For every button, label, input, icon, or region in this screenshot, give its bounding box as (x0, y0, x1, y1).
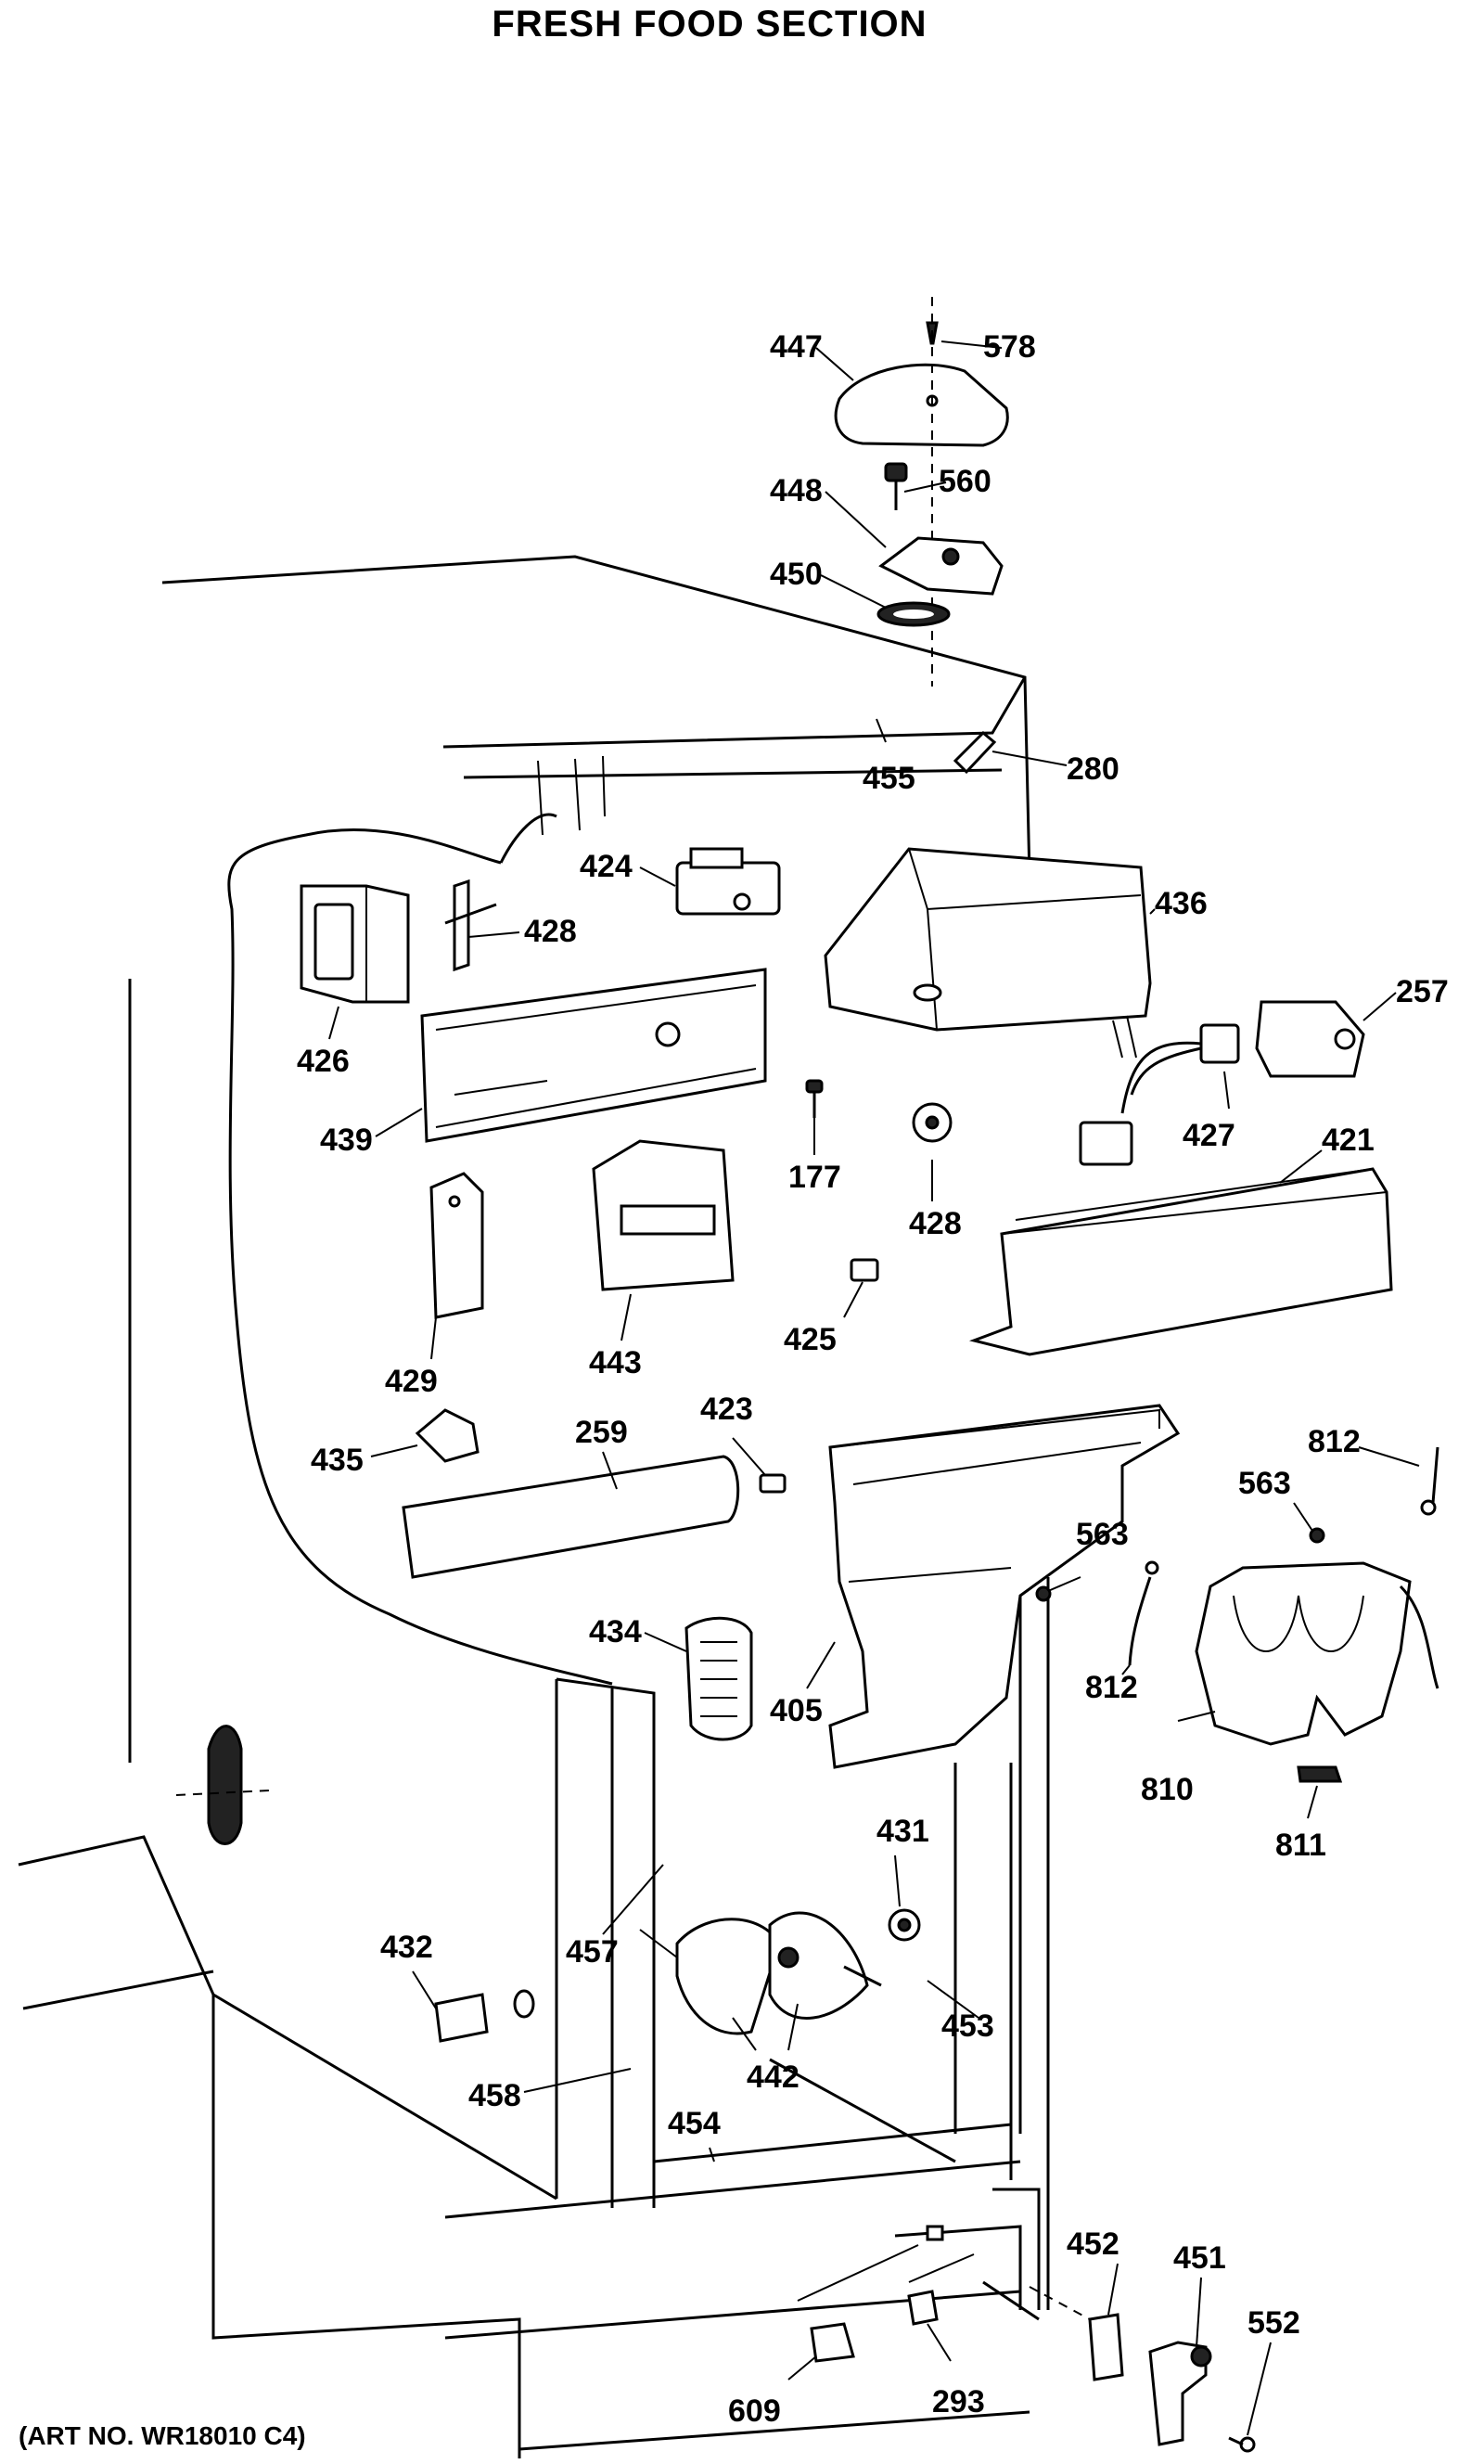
callout-457: 457 (566, 1934, 619, 1970)
part-259-cover (402, 1455, 740, 1579)
page-title: FRESH FOOD SECTION (492, 4, 928, 45)
part-435-clip (415, 1408, 480, 1463)
callout-426: 426 (297, 1044, 350, 1079)
part-436-cover (824, 847, 1152, 1032)
callout-435: 435 (311, 1443, 364, 1478)
part-429-bracket (429, 1172, 484, 1319)
callout-439: 439 (320, 1123, 373, 1158)
callout-810: 810 (1141, 1772, 1194, 1807)
part-609-clip (810, 2322, 855, 2363)
part-447-cover (834, 363, 1009, 447)
part-552-screw (1228, 2436, 1256, 2453)
part-442-damper (675, 1911, 882, 2035)
part-812-tube-lower (1128, 1560, 1159, 1666)
callout-257: 257 (1396, 974, 1449, 1009)
callout-280: 280 (1067, 751, 1119, 787)
part-421-rail (968, 1167, 1393, 1356)
callout-labels: 447 578 448 560 450 455 280 424 428 436 … (297, 329, 1449, 2429)
part-426-light-housing (300, 884, 410, 1004)
part-431-bushing (888, 1908, 921, 1942)
cabinet-outline (18, 555, 1050, 2458)
part-425-clip (850, 1258, 879, 1282)
callout-425: 425 (784, 1322, 837, 1357)
part-452-plate (1029, 2286, 1124, 2381)
callout-434: 434 (589, 1614, 642, 1649)
part-405-duct (828, 1404, 1181, 1769)
callout-453: 453 (941, 2008, 994, 2044)
part-428-bracket (444, 879, 497, 972)
callout-560: 560 (939, 464, 991, 499)
callout-552: 552 (1247, 2305, 1300, 2341)
callout-563-left: 563 (1076, 1517, 1129, 1552)
part-563-screw-b (1035, 1585, 1052, 1602)
callout-811: 811 (1275, 1828, 1326, 1863)
callout-448: 448 (770, 473, 823, 508)
part-423-clip (759, 1473, 787, 1494)
part-427-harness (1079, 1015, 1240, 1166)
callout-451: 451 (1173, 2240, 1226, 2276)
art-number: (ART NO. WR18010 C4) (19, 2421, 306, 2450)
callout-431: 431 (876, 1814, 929, 1849)
callout-455: 455 (863, 761, 915, 796)
part-428-gear (912, 1102, 953, 1143)
vent-slot (175, 1725, 270, 1845)
part-563-screw-a (1309, 1527, 1325, 1544)
callout-436: 436 (1155, 886, 1208, 921)
part-443-bracket (592, 1139, 735, 1291)
part-439-rail (420, 968, 767, 1143)
callout-443: 443 (589, 1345, 642, 1380)
callout-432: 432 (380, 1930, 433, 1965)
callout-454: 454 (668, 2106, 721, 2141)
part-810-heater (1195, 1561, 1439, 1746)
callout-421: 421 (1322, 1123, 1375, 1158)
part-560-screw (884, 462, 908, 510)
part-432-bushing (434, 1989, 535, 2043)
callout-259: 259 (575, 1415, 628, 1450)
callout-424: 424 (580, 849, 633, 884)
part-812-tube-upper (1420, 1446, 1439, 1516)
callout-428-lower: 428 (909, 1206, 962, 1241)
callout-609: 609 (728, 2393, 781, 2429)
callout-458: 458 (468, 2078, 521, 2113)
part-578-screw (926, 297, 939, 687)
part-280-clip (953, 730, 997, 775)
part-177-screw (805, 1079, 824, 1118)
callout-450: 450 (770, 557, 823, 592)
callout-812-lower: 812 (1085, 1670, 1138, 1705)
part-811-pad (1297, 1765, 1343, 1783)
bottom-bracket (797, 2225, 1022, 2310)
part-257-timer (1255, 1000, 1365, 1078)
part-293-clip (907, 2290, 939, 2326)
callout-428-upper: 428 (524, 914, 577, 949)
callout-578: 578 (983, 329, 1036, 365)
callout-563-right: 563 (1238, 1466, 1291, 1501)
part-424-switch (675, 847, 781, 916)
part-450-gasket (876, 601, 951, 627)
callout-429: 429 (385, 1364, 438, 1399)
part-451-hinge (1148, 2341, 1212, 2446)
callout-405: 405 (770, 1693, 823, 1728)
part-434-grille (684, 1616, 753, 1741)
part-448-bracket (878, 536, 1004, 596)
callout-452: 452 (1067, 2227, 1119, 2262)
callout-812-upper: 812 (1308, 1424, 1361, 1459)
callout-447: 447 (770, 329, 823, 365)
callout-177: 177 (788, 1160, 841, 1195)
callout-442: 442 (747, 2060, 800, 2095)
callout-293: 293 (932, 2384, 985, 2419)
callout-427: 427 (1183, 1118, 1235, 1153)
callout-423: 423 (700, 1392, 753, 1427)
leader-lines (328, 340, 1420, 2436)
